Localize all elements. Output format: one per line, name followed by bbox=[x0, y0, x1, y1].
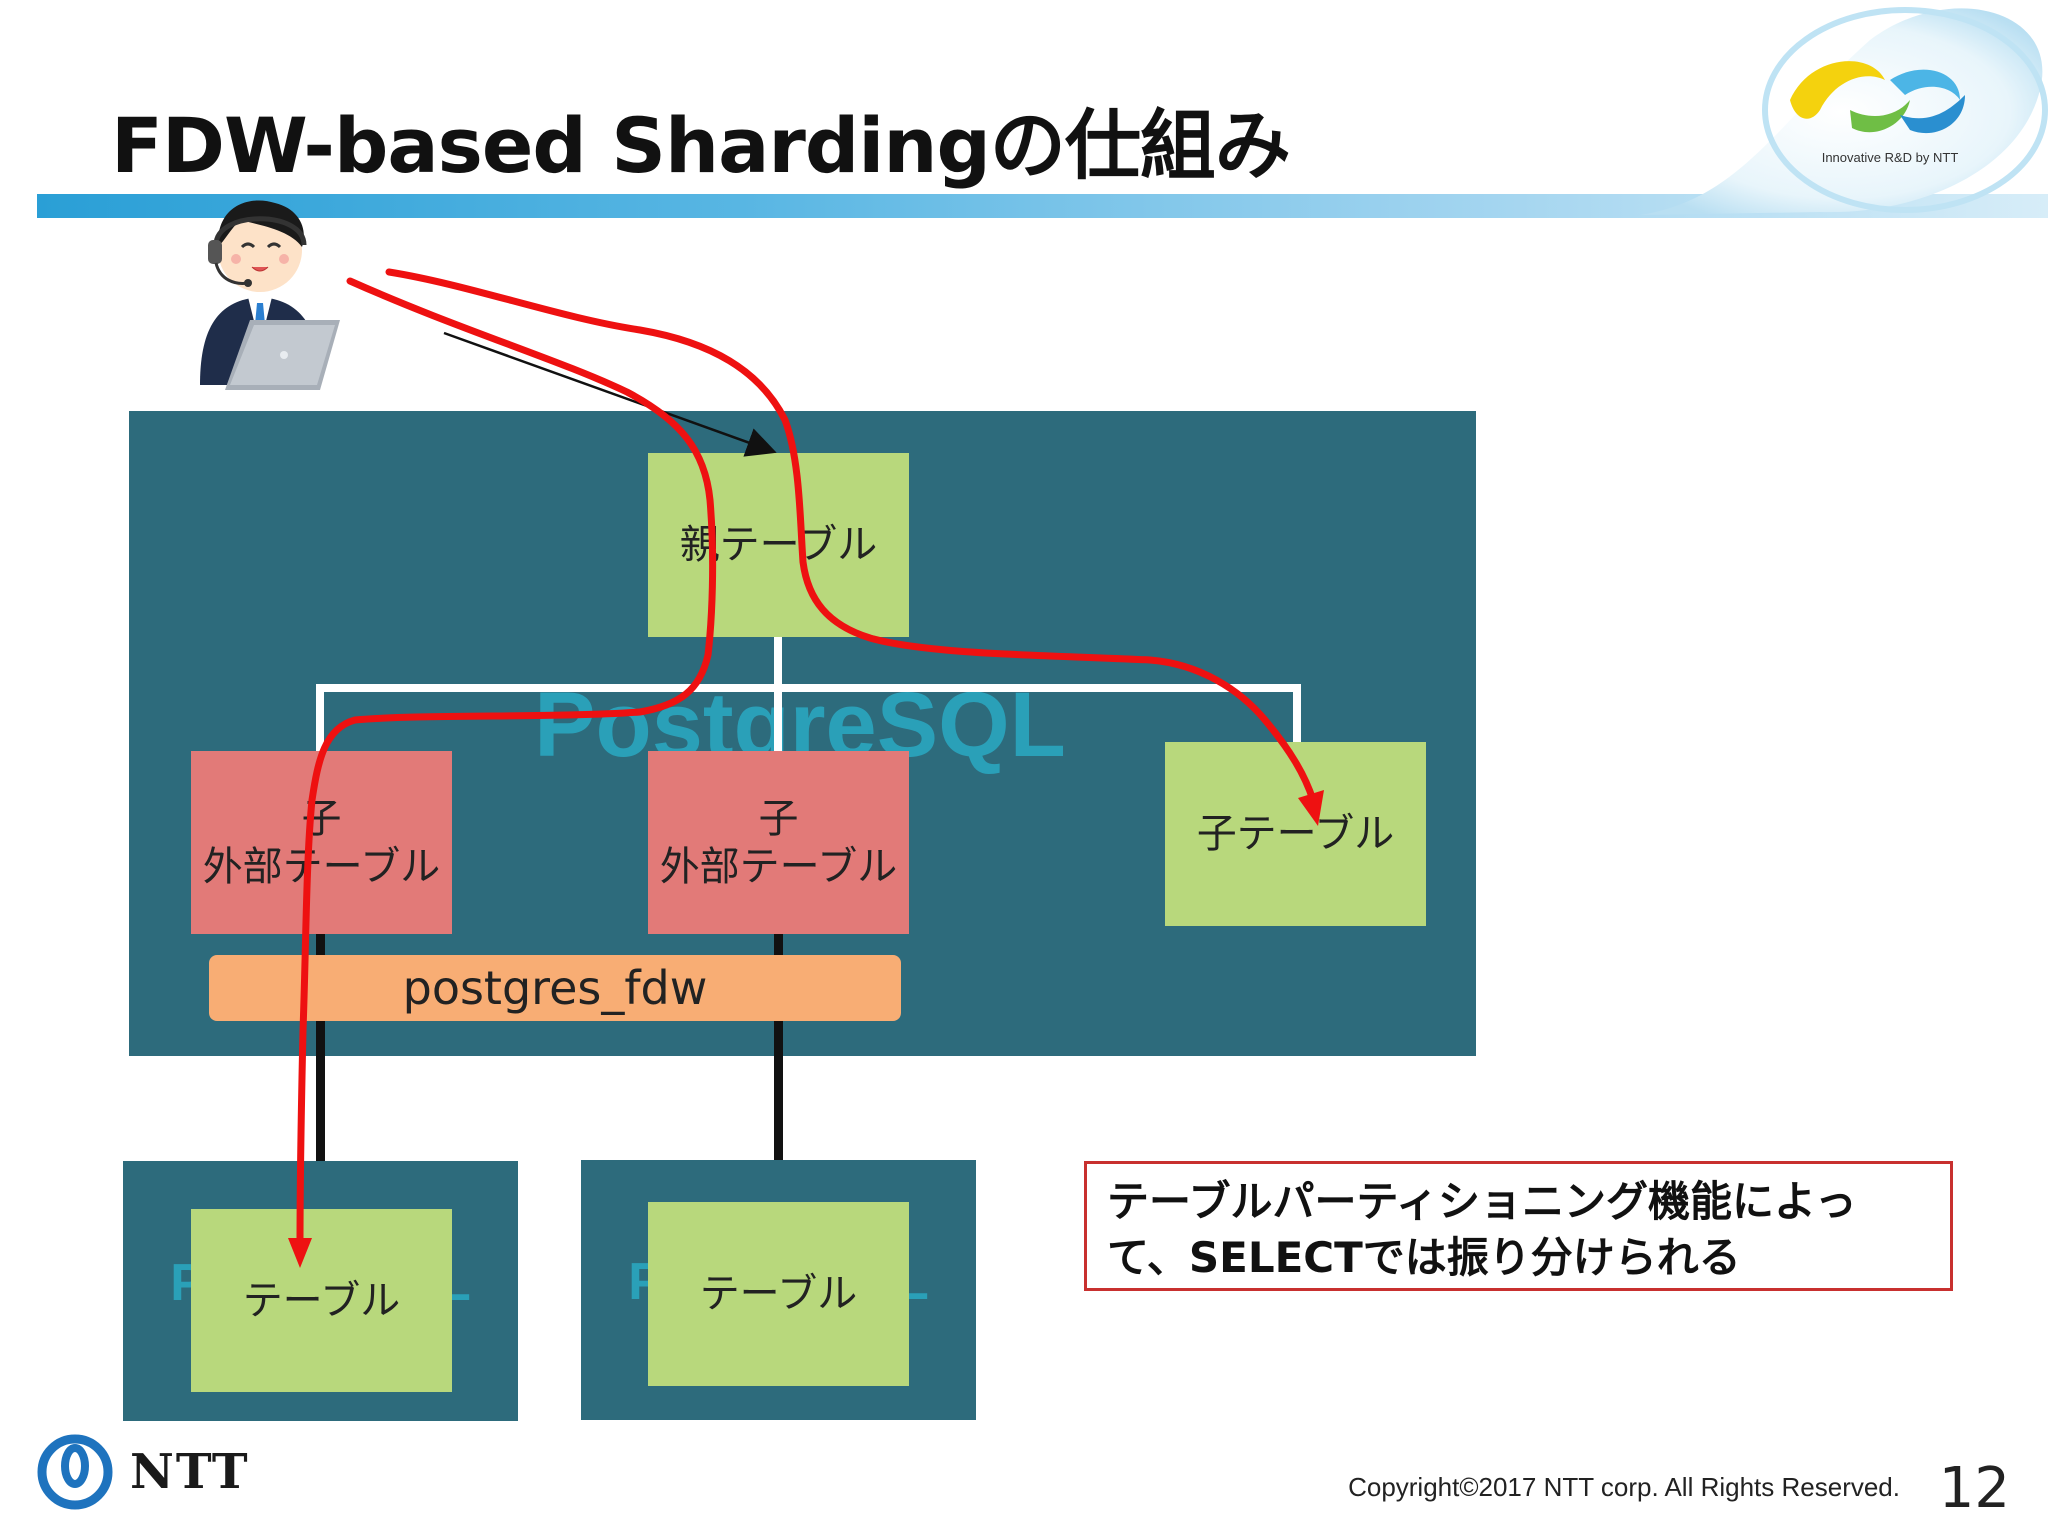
fdw-connection-line bbox=[774, 934, 783, 1202]
ntt-wordmark: NTT bbox=[130, 1444, 250, 1500]
logo-tagline: Innovative R&D by NTT bbox=[1821, 150, 1959, 165]
child-foreign-table-line2: 外部テーブル bbox=[202, 843, 441, 890]
tree-line bbox=[774, 637, 782, 689]
child-foreign-table-line1: 子 bbox=[301, 795, 342, 842]
remote-table: テーブル bbox=[648, 1202, 909, 1386]
remote-table-label: テーブル bbox=[699, 1271, 858, 1317]
tree-line bbox=[1293, 684, 1301, 742]
child-foreign-table: 子 外部テーブル bbox=[648, 751, 909, 934]
copyright-text: Copyright©2017 NTT corp. All Rights Rese… bbox=[1348, 1472, 1900, 1502]
child-local-table: 子テーブル bbox=[1165, 742, 1426, 926]
parent-table-label: 親テーブル bbox=[679, 522, 878, 568]
child-foreign-table-line1: 子 bbox=[758, 795, 799, 842]
postgres-fdw-bar: postgres_fdw bbox=[209, 955, 901, 1021]
child-foreign-table: 子 外部テーブル bbox=[191, 751, 452, 934]
tree-line bbox=[774, 684, 782, 751]
remote-table: テーブル bbox=[191, 1209, 452, 1392]
child-local-table-label: 子テーブル bbox=[1196, 811, 1395, 857]
operator-with-laptop-icon bbox=[200, 200, 340, 390]
remote-table-label: テーブル bbox=[242, 1277, 401, 1324]
ntt-logo-icon bbox=[37, 1434, 113, 1510]
child-foreign-table-line2: 外部テーブル bbox=[659, 843, 898, 890]
slide-title: FDW-based Shardingの仕組み bbox=[111, 101, 1291, 190]
tree-line bbox=[316, 684, 1301, 692]
callout-line: て、SELECTでは振り分けられる bbox=[1107, 1233, 1741, 1282]
parent-table: 親テーブル bbox=[648, 453, 909, 637]
callout-line: テーブルパーティショニング機能によっ bbox=[1107, 1177, 1857, 1226]
tree-line bbox=[316, 684, 324, 751]
innovative-rd-logo-icon bbox=[1640, 7, 2048, 216]
callout-box: テーブルパーティショニング機能によっ て、SELECTでは振り分けられる bbox=[1084, 1161, 1953, 1291]
page-number: 12 bbox=[1938, 1456, 2010, 1521]
